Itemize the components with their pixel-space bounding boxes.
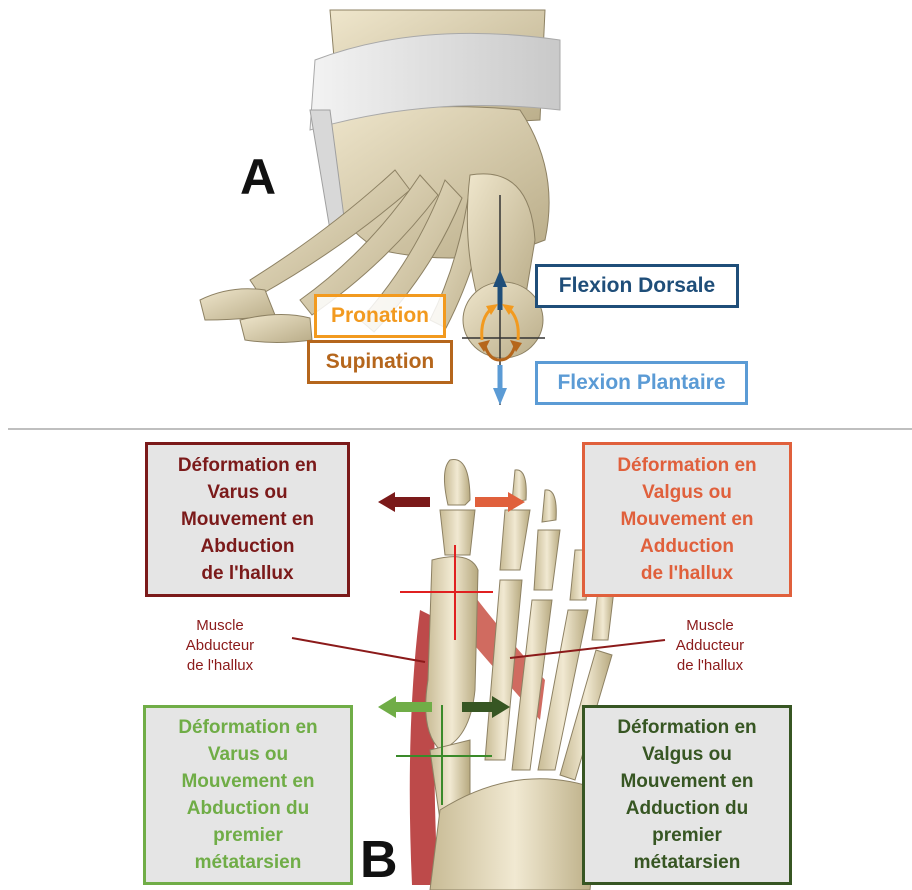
panel-b: Déformation en Varus ou Mouvement en Abd… <box>0 430 912 890</box>
flexion-dorsale-label: Flexion Dorsale <box>535 264 739 308</box>
varus-meta-line-3: Mouvement en <box>181 768 314 795</box>
flexion-plantaire-label: Flexion Plantaire <box>535 361 748 405</box>
valgus-meta-line-2: Valgus ou <box>642 741 732 768</box>
varus-meta-line-1: Déformation en <box>178 714 317 741</box>
pronation-label: Pronation <box>314 294 446 338</box>
varus-hallux-box: Déformation en Varus ou Mouvement en Abd… <box>145 442 350 597</box>
valgus-metatarsien-box: Déformation en Valgus ou Mouvement en Ad… <box>582 705 792 885</box>
varus-meta-line-2: Varus ou <box>208 741 288 768</box>
varus-meta-line-6: métatarsien <box>195 849 302 876</box>
muscle-adducteur-line-2: Adducteur <box>645 636 775 656</box>
supination-label: Supination <box>307 340 453 384</box>
panel-b-letter: B <box>360 830 398 890</box>
valgus-hallux-line-3: Mouvement en <box>620 506 753 533</box>
varus-hallux-line-2: Varus ou <box>207 479 287 506</box>
valgus-meta-line-1: Déformation en <box>617 714 756 741</box>
panel-a-letter: A <box>240 148 276 206</box>
muscle-adducteur-line-1: Muscle <box>645 616 775 636</box>
valgus-hallux-box: Déformation en Valgus ou Mouvement en Ad… <box>582 442 792 597</box>
varus-meta-line-5: premier <box>213 822 283 849</box>
panel-a: A Pronation Supination Flexion Dorsale F… <box>0 0 912 425</box>
muscle-abducteur-line-3: de l'hallux <box>155 656 285 676</box>
valgus-hallux-line-5: de l'hallux <box>641 560 733 587</box>
varus-hallux-line-3: Mouvement en <box>181 506 314 533</box>
valgus-meta-line-3: Mouvement en <box>620 768 753 795</box>
valgus-hallux-line-2: Valgus ou <box>642 479 732 506</box>
muscle-adducteur-label: Muscle Adducteur de l'hallux <box>645 616 775 676</box>
varus-hallux-line-1: Déformation en <box>178 452 317 479</box>
valgus-hallux-line-4: Adduction <box>640 533 734 560</box>
muscle-adducteur-line-3: de l'hallux <box>645 656 775 676</box>
varus-meta-line-4: Abduction du <box>187 795 309 822</box>
valgus-hallux-line-1: Déformation en <box>617 452 756 479</box>
muscle-abducteur-line-2: Abducteur <box>155 636 285 656</box>
valgus-meta-line-4: Adduction du <box>626 795 748 822</box>
foot-dorsal-illustration <box>0 0 912 425</box>
muscle-abducteur-line-1: Muscle <box>155 616 285 636</box>
valgus-meta-line-5: premier <box>652 822 722 849</box>
muscle-abducteur-label: Muscle Abducteur de l'hallux <box>155 616 285 676</box>
valgus-meta-line-6: métatarsien <box>634 849 741 876</box>
varus-hallux-line-4: Abduction <box>201 533 295 560</box>
varus-hallux-line-5: de l'hallux <box>201 560 293 587</box>
varus-metatarsien-box: Déformation en Varus ou Mouvement en Abd… <box>143 705 353 885</box>
